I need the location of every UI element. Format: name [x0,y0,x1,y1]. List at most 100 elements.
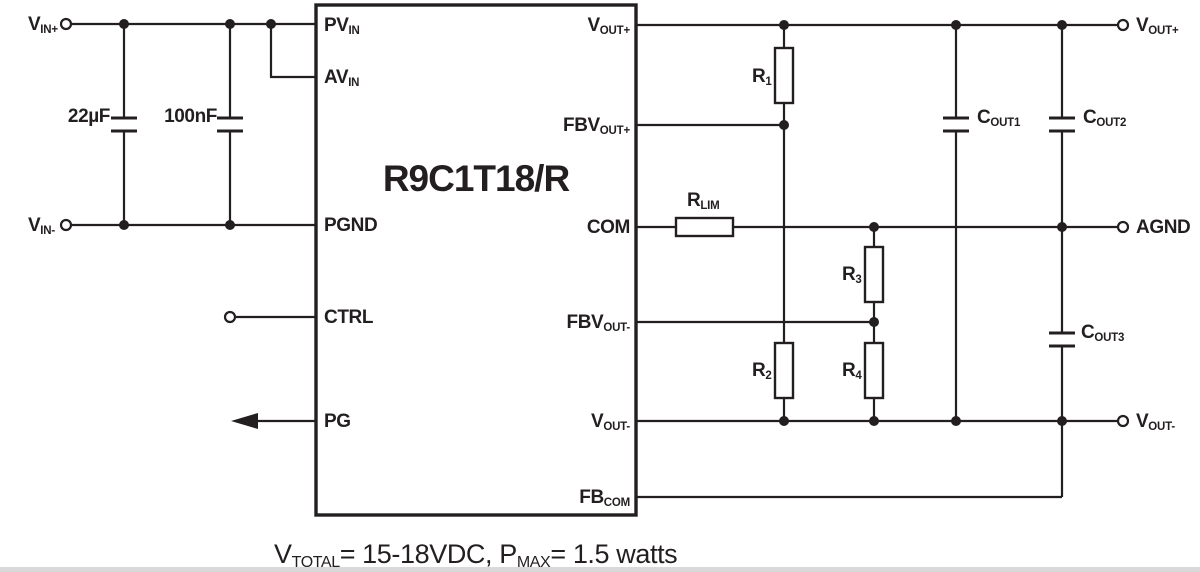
ic-pin-com-main: COM [586,217,631,238]
spec-caption: VTOTAL= 15-18VDC, PMAX= 1.5 watts [274,539,678,571]
ic-pin-pvin-main: PV [324,15,349,36]
label-cout2: COUT2 [1083,107,1127,130]
wires [71,22,1118,499]
label-r2-main: R [752,360,766,381]
resistor-r4 [863,341,885,400]
label-vin-minus-sub: IN- [40,225,56,238]
label-vout-plus-sub: OUT+ [1148,25,1179,38]
spec-caption-middle: = 15-18VDC, P [339,539,518,569]
terminal-vout-minus [1116,414,1130,428]
label-vin-minus-main: V [28,215,41,236]
ic-part-number: R9C1T18/R [382,158,570,199]
capacitor-cin2 [217,116,243,133]
ic-pin-fbvout-plus: FBVOUT+ [562,115,630,138]
label-r2: R2 [752,360,772,383]
label-r3: R3 [842,264,862,287]
resistor-r1 [773,46,795,105]
ic-pin-fbvout-plus-main: FBV [562,115,600,136]
label-cout3: COUT3 [1081,322,1125,345]
label-vin-plus-sub: IN+ [40,24,58,37]
label-vin-minus: VIN- [28,215,56,238]
ic-pin-vout-plus-main: V [587,15,601,36]
ic-pin-fbcom: FBCOM [579,487,630,510]
spec-caption-v-sub: TOTAL [291,554,340,571]
label-r4: R4 [842,360,862,383]
ic-pin-avin: AVIN [324,67,360,90]
ic-pin-avin-sub: IN [348,77,360,90]
capacitor-cout1 [943,116,969,133]
resistor-rlim [674,216,735,238]
label-agnd: AGND [1136,217,1191,238]
ic-pin-avin-main: AV [324,67,349,88]
resistor-r3 [863,245,885,304]
terminal-vin-plus [59,17,73,31]
ic-pin-fbvout-plus-sub: OUT+ [599,125,630,138]
resistor-r2 [773,341,795,400]
label-rlim: RLIM [687,190,720,213]
label-r1-main: R [752,66,766,87]
ic-pin-fbcom-main: FB [579,487,604,508]
ic-pin-pgnd: PGND [324,216,378,235]
label-cout2-main: C [1083,107,1097,128]
label-rlim-main: R [687,190,701,211]
label-cout3-sub: OUT3 [1094,332,1125,345]
label-cout1-sub: OUT1 [990,117,1021,130]
label-vout-plus: VOUT+ [1136,15,1179,38]
label-r2-sub: 2 [765,370,772,383]
terminal-vin-minus [59,218,73,232]
terminal-circles [59,17,1130,428]
ic-pin-fbvout-minus-main: FBV [566,312,604,333]
label-cout1: COUT1 [977,107,1021,130]
terminal-vout-plus [1116,18,1130,32]
ic-pin-fbcom-sub: COM [603,497,630,510]
ic-pin-vout-plus: VOUT+ [587,15,631,38]
label-rlim-sub: LIM [700,200,720,213]
label-r4-sub: 4 [855,370,862,383]
label-r3-sub: 3 [855,274,862,287]
ic-pin-vout-minus-main: V [591,411,604,432]
terminal-ctrl [223,310,237,324]
capacitor-cout2 [1049,116,1075,133]
label-cout1-main: C [977,107,991,128]
ic-pin-vout-minus-sub: OUT- [603,421,630,434]
label-cin1: 22µF [67,106,110,127]
label-cin2: 100nF [164,106,217,127]
label-vout-minus-sub: OUT- [1148,421,1175,434]
ic-pin-vout-minus: VOUT- [591,411,630,434]
spec-caption-end: = 1.5 watts [550,539,678,569]
ic-pin-ctrl: CTRL [324,308,373,327]
ic-pin-fbvout-minus: FBVOUT- [566,312,631,335]
spec-caption-p-sub: MAX [516,554,551,571]
label-vin-plus: VIN+ [28,14,58,37]
resistors [674,46,885,400]
ic-pin-fbvout-minus-sub: OUT- [603,322,630,335]
ic-pin-ctrl-main: CTRL [324,307,374,328]
terminal-agnd [1116,220,1130,234]
label-vout-minus: VOUT- [1136,411,1175,434]
label-cout3-main: C [1081,322,1095,343]
capacitor-cout3 [1049,331,1075,348]
label-r1-sub: 1 [765,76,772,89]
junction-dots [119,19,1067,426]
label-r4-main: R [842,360,856,381]
ic-pin-pg-main: PG [324,411,351,432]
ic-pin-pg: PG [324,412,351,431]
capacitor-cin1 [111,116,137,133]
label-r1: R1 [752,66,772,89]
ic-pin-pvin-sub: IN [348,25,360,38]
pg-arrowhead [231,413,258,429]
ic-body [314,3,638,517]
spec-caption-v: V [274,539,292,569]
label-vout-minus-main: V [1136,411,1149,432]
label-vout-plus-main: V [1136,15,1149,36]
label-r3-main: R [842,264,856,285]
ic-pin-pvin: PVIN [324,15,360,38]
ic-pin-com: COM [586,217,631,238]
label-vin-plus-main: V [28,14,41,35]
ic-pin-vout-plus-sub: OUT+ [599,25,630,38]
label-cout2-sub: OUT2 [1096,117,1127,130]
label-agnd-main: AGND [1136,217,1191,238]
page-bottom-strip [0,567,1200,572]
